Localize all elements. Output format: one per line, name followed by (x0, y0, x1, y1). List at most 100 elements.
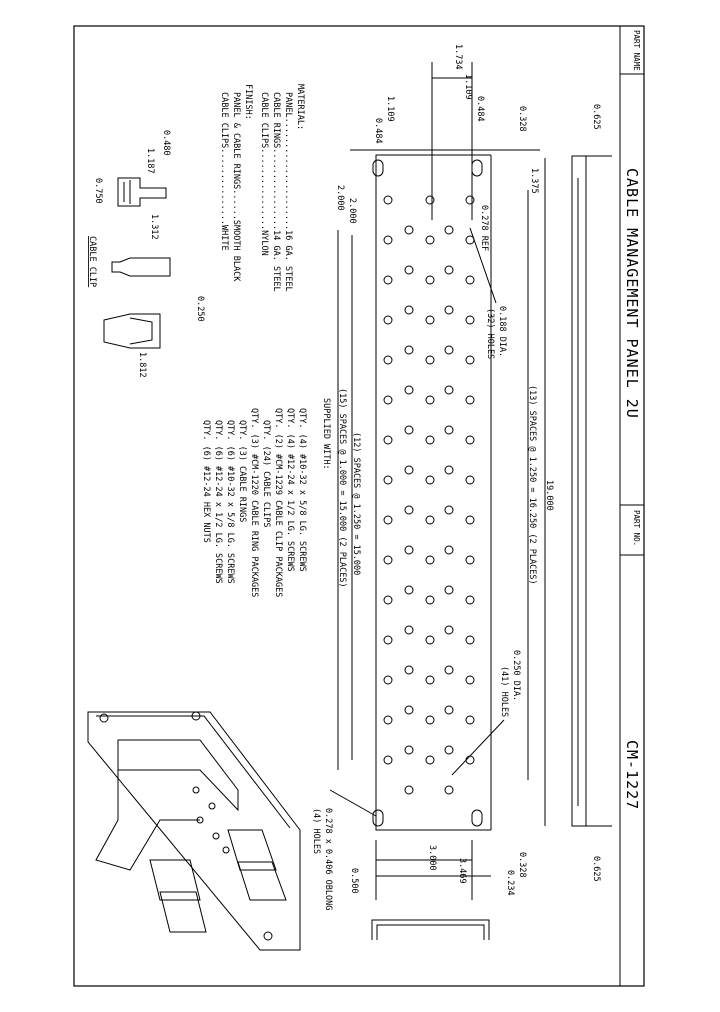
panel-hole (425, 275, 435, 285)
panel-hole (404, 425, 414, 435)
panel-hole (465, 595, 475, 605)
material-heading: MATERIAL: (295, 84, 305, 130)
panel-hole (465, 195, 475, 205)
supplied-item: QTY. (6) #12-24 HEX NUTS (201, 420, 211, 543)
dim-1109-left: 1.109 (385, 96, 395, 122)
panel-hole (465, 475, 475, 485)
hole-pattern (383, 195, 475, 795)
hole-count-32: (32) HOLES (485, 308, 495, 359)
oblong-hole (471, 809, 483, 827)
cable-clip-top (103, 313, 161, 349)
panel-hole (444, 225, 454, 235)
supplied-heading: SUPPLIED WITH: (321, 398, 331, 470)
clip-dim-0250: 0.250 (195, 296, 205, 322)
part-name: CABLE MANAGEMENT PANEL 2U (623, 168, 641, 419)
panel-hole (465, 755, 475, 765)
panel-hole (425, 355, 435, 365)
panel-hole (444, 425, 454, 435)
panel-hole (465, 395, 475, 405)
panel-hole (444, 345, 454, 355)
panel-hole (383, 475, 393, 485)
panel-hole (404, 785, 414, 795)
part-name-label: PART NAME (632, 30, 641, 71)
panel-hole (465, 275, 475, 285)
panel-hole (383, 675, 393, 685)
panel-hole (383, 555, 393, 565)
panel-hole (404, 745, 414, 755)
panel-hole (444, 625, 454, 635)
finish-panel: PANEL & CABLE RINGS......SMOOTH BLACK (231, 92, 241, 282)
dim-spaces13: (13) SPACES @ 1.250 = 16.250 (2 PLACES) (527, 385, 537, 585)
panel-hole (425, 475, 435, 485)
panel-hole (383, 515, 393, 525)
material-rings: CABLE RINGS................14 GA. STEEL (271, 92, 281, 292)
panel-hole (465, 315, 475, 325)
panel-hole (444, 785, 454, 795)
dim-2000-inner: 2.000 (347, 198, 357, 224)
dim-1109-right: 1.109 (463, 74, 473, 100)
panel-hole (404, 265, 414, 275)
clip-dim-0480: 0.480 (161, 130, 171, 156)
panel-hole (465, 435, 475, 445)
panel-hole (425, 755, 435, 765)
panel-hole (404, 705, 414, 715)
dim-1734: 1.734 (453, 44, 463, 70)
oblong-hole (471, 159, 483, 177)
panel-hole (404, 545, 414, 555)
panel-edge-profile-inner (376, 924, 485, 940)
panel-hole (465, 515, 475, 525)
dim-0328-bottom: 0.328 (517, 852, 527, 878)
panel-hole (425, 635, 435, 645)
dim-3469: 3.469 (457, 858, 467, 884)
panel-hole (383, 355, 393, 365)
part-no: CM-1227 (623, 740, 641, 810)
panel-hole (444, 265, 454, 275)
panel-hole (425, 235, 435, 245)
part-no-label: PART NO. (632, 510, 641, 546)
panel-hole (425, 595, 435, 605)
isometric-view (87, 711, 301, 951)
dim-0484-right: 0.484 (475, 96, 485, 122)
hole-dia-250: 0.250 DIA. (511, 650, 521, 701)
dim-0328: 0.328 (517, 106, 527, 132)
finish-heading: FINISH: (243, 84, 253, 120)
panel-hole (465, 675, 475, 685)
panel-front-view (375, 154, 492, 831)
panel-hole (383, 755, 393, 765)
oblong-label: 0.278 x 0.406 OBLONG (323, 808, 333, 910)
supplied-item: QTY. (6) #10-32 x 5/8 LG. SCREWS (225, 420, 235, 584)
oblong-hole (372, 159, 384, 177)
panel-hole (383, 635, 393, 645)
panel-hole (425, 715, 435, 725)
ref-label: 0.278 REF (479, 205, 489, 251)
dim-1375: 1.375 (529, 168, 539, 194)
panel-hole (404, 225, 414, 235)
panel-hole (425, 515, 435, 525)
material-notes: MATERIAL: PANEL......................16 … (219, 84, 305, 292)
panel-hole (383, 595, 393, 605)
panel-side-profile (571, 155, 587, 827)
panel-hole (383, 435, 393, 445)
dim-2000-left: 2.000 (335, 185, 345, 211)
panel-hole (404, 465, 414, 475)
panel-hole (404, 625, 414, 635)
dim-spaces12: (12) SPACES @ 1.250 = 15.000 (351, 432, 361, 575)
panel-hole (404, 385, 414, 395)
panel-hole (383, 315, 393, 325)
dim-3000: 3.000 (427, 845, 437, 871)
oblong-hole (372, 809, 384, 827)
clip-dim-1812: 1.812 (137, 352, 147, 378)
supplied-item: QTY. (4) #12-24 x 1/2 LG. SCREWS (285, 408, 295, 572)
supplied-item: QTY. (3) #CM-1220 CABLE RING PACKAGES (249, 408, 259, 597)
supplied-item: QTY. (2) #CM-1229 CABLE CLIP PACKAGES (273, 408, 283, 597)
panel-hole (383, 235, 393, 245)
leader (451, 719, 505, 776)
dim-0500: 0.500 (349, 868, 359, 894)
clip-dim-1187: 1.187 (145, 148, 155, 174)
finish-clips: CABLE CLIPS...............WHITE (219, 92, 229, 251)
panel-hole (425, 395, 435, 405)
panel-hole (383, 195, 393, 205)
cable-clip-caption: CABLE CLIP (87, 236, 97, 287)
dim-0625-bottom: 0.625 (591, 856, 601, 882)
